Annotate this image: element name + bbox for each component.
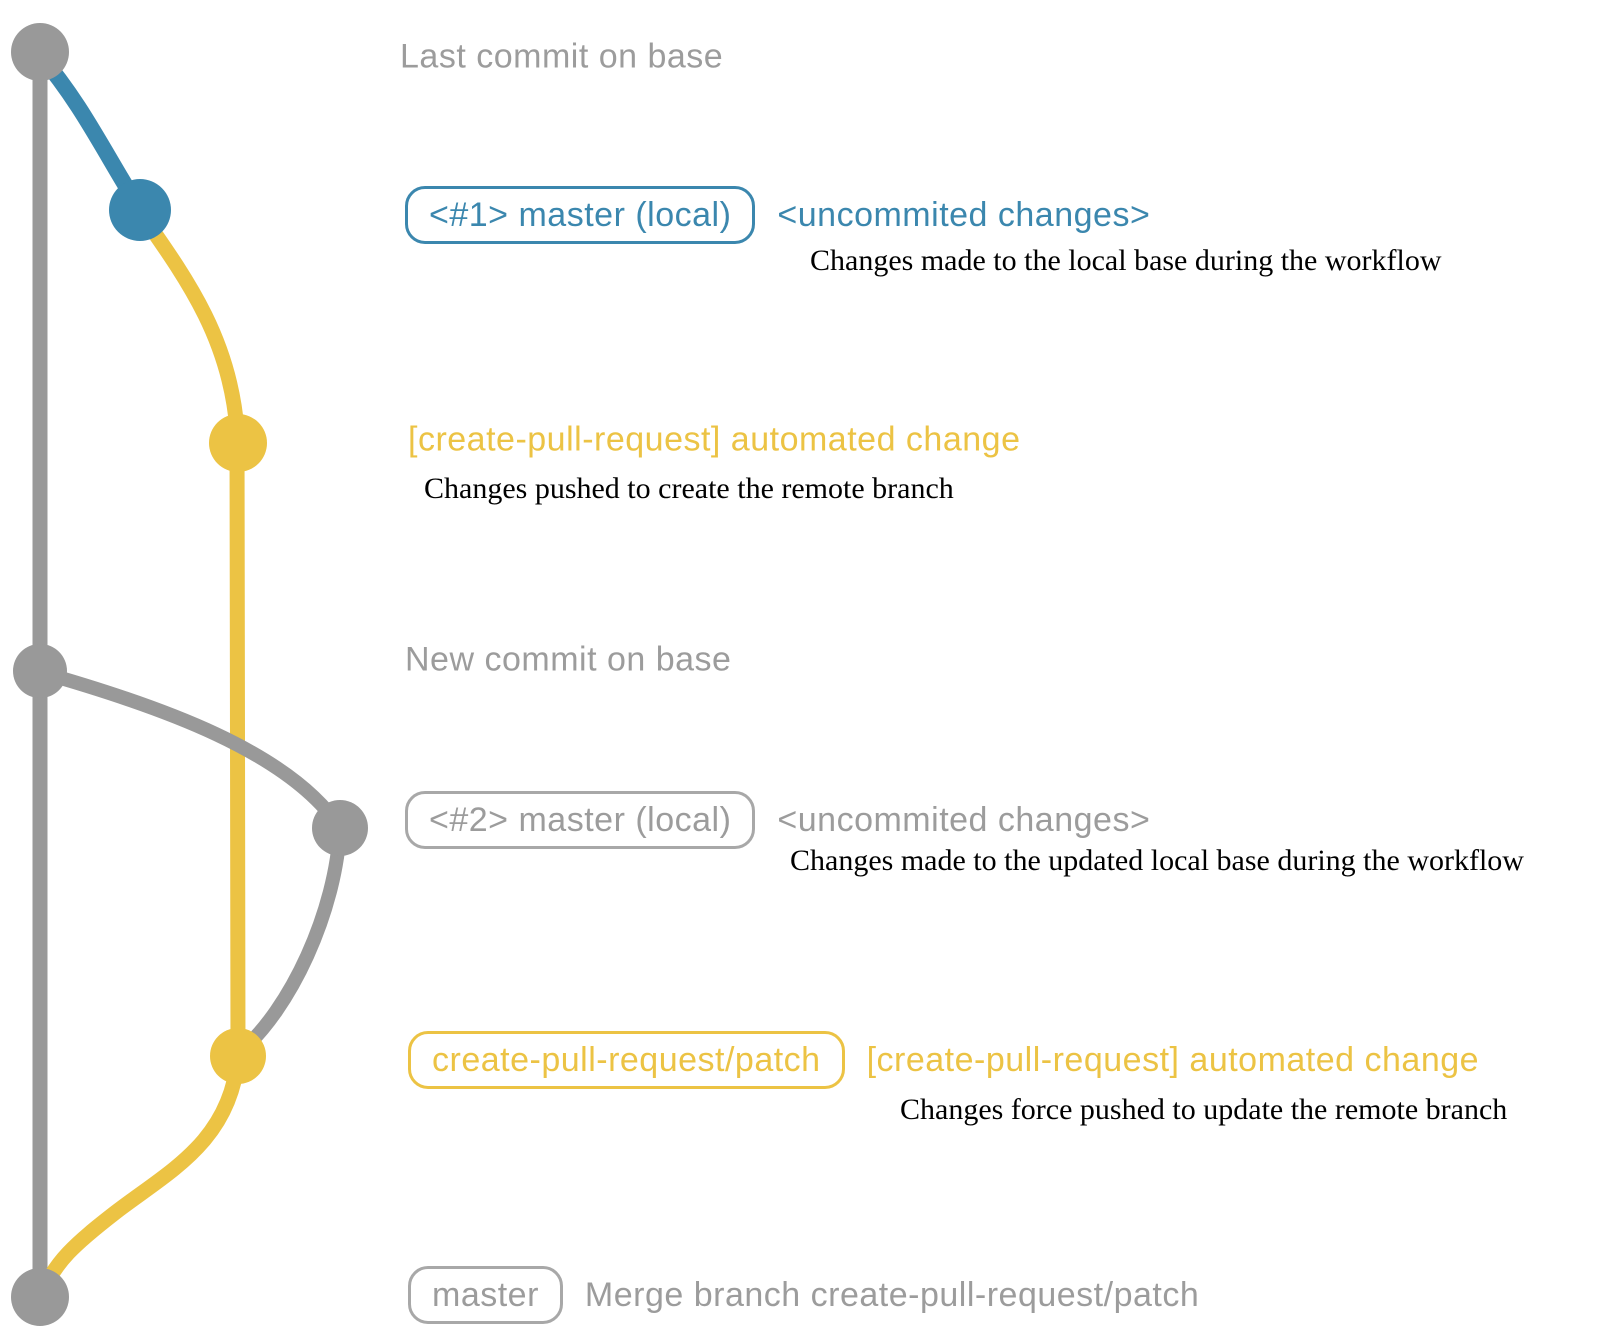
commit-dot-local-1 (109, 179, 171, 241)
row-push-2: create-pull-request/patch [create-pull-r… (408, 1031, 1479, 1089)
automated-change-label-2: [create-pull-request] automated change (866, 1040, 1480, 1079)
local-branch-2-line (38, 665, 346, 832)
branch-badge-master: master (408, 1266, 563, 1324)
uncommited-changes-annotation-1: <uncommited changes> (777, 195, 1151, 234)
push-1-description: Changes pushed to create the remote bran… (424, 472, 954, 505)
patch-branch-line (133, 207, 246, 1057)
git-graph (11, 23, 368, 1326)
row-local-1: <#1> master (local) <uncommited changes> (405, 186, 1150, 244)
local-branch-1-line (33, 49, 145, 211)
row-local-2: <#2> master (local) <uncommited changes> (405, 791, 1150, 849)
branch-badge-master-local-2: <#2> master (local) (405, 791, 756, 849)
automated-change-label-1: [create-pull-request] automated change (408, 420, 1021, 459)
last-commit-label: Last commit on base (400, 37, 724, 76)
patch-merge-line (33, 1057, 246, 1299)
commit-dot-new-base (13, 644, 67, 698)
local-1-description: Changes made to the local base during th… (810, 244, 1442, 277)
local-2-description: Changes made to the updated local base d… (790, 844, 1524, 877)
branch-badge-master-local-1: <#1> master (local) (405, 186, 756, 244)
commit-dot-push-2 (210, 1028, 266, 1084)
row-merge: master Merge branch create-pull-request/… (408, 1266, 1199, 1324)
row-push-1: [create-pull-request] automated change (408, 421, 1020, 460)
row-new-commit: New commit on base (405, 641, 731, 680)
uncommited-changes-annotation-2: <uncommited changes> (777, 800, 1151, 839)
push-2-description: Changes force pushed to update the remot… (900, 1093, 1508, 1126)
force-push-line (235, 827, 347, 1058)
new-commit-label: New commit on base (405, 640, 732, 679)
row-last-commit: Last commit on base (400, 38, 723, 77)
commit-dot-push-1 (209, 414, 267, 472)
branch-badge-patch: create-pull-request/patch (408, 1031, 845, 1089)
merge-annotation: Merge branch create-pull-request/patch (584, 1275, 1200, 1314)
commit-dot-local-2 (312, 800, 368, 856)
commit-dot-last-base (11, 23, 69, 81)
commit-dot-merge (11, 1268, 69, 1326)
